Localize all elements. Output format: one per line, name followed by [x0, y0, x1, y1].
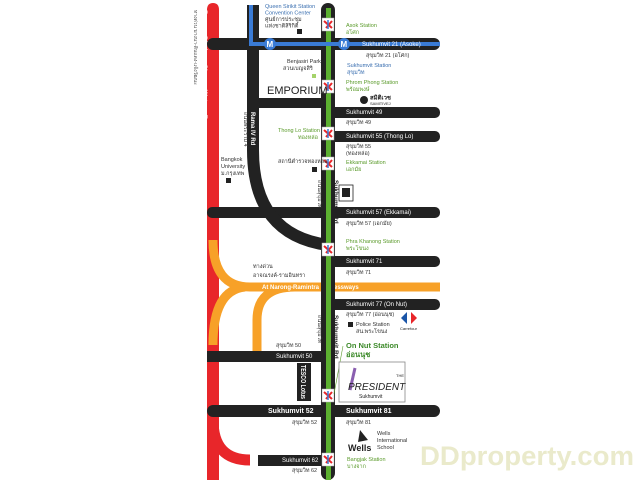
at-narong-th2: อาจณรงค์-รามอินทรา [253, 272, 305, 279]
station-qsncc-th2: แห่งชาติสิริกิติ์ [265, 22, 300, 30]
station-sukhumvit-mrt-th: สุขุมวิท [347, 69, 365, 76]
tesco-lotus-logo: TESCO Lotus [297, 363, 311, 401]
station-phrom-phong-th: พร้อมพงษ์ [346, 86, 370, 93]
wells-logo: Wells Wells International School [348, 430, 407, 453]
mrt-station-icon: M [338, 38, 350, 50]
carrefour-label: Carrefour [400, 326, 418, 331]
police-station: Police Station [356, 322, 390, 328]
road-s77: Sukhumvit 77 (On Nut) [346, 302, 407, 308]
samitivej-th: สมิติเวช [370, 94, 391, 102]
tesco-label: TESCO Lotus [299, 365, 306, 399]
president-logo: THE PRESIDENT Sukhumvit [338, 361, 406, 403]
road-s52: Sukhumvit 52 [268, 408, 314, 415]
qsncc-marker [297, 29, 302, 34]
emporium-logo: EMPORIUM [267, 85, 328, 97]
road-s52-th: สุขุมวิท 52 [292, 419, 317, 426]
road-s49-th: สุขุมวิท 49 [346, 119, 371, 126]
station-asok-th: อโศก [346, 28, 359, 36]
mrt-line [249, 5, 440, 46]
president-label: PRESIDENT [348, 382, 406, 393]
samitivej-icon [360, 96, 368, 104]
park-marker [312, 74, 316, 78]
station-qsncc: Queen Sirikit Station [265, 4, 315, 10]
bangkok-university-2: University [221, 164, 245, 170]
wells-school-2: International [377, 438, 407, 444]
road-s77-th: สุขุมวิท 77 (อ่อนนุช) [346, 311, 394, 318]
wells-label: Wells [348, 443, 371, 453]
road-s21-th: สุขุมวิท 21 (อโศก) [366, 51, 410, 59]
bangna-expressway-th: ทางด่วน บางนา-ดินแดง-แจ้งวัฒนะ [192, 10, 199, 85]
station-phra-khanong-th: พระโขนง [346, 244, 369, 252]
at-narong-expressway [208, 239, 440, 355]
police-station-th: สน.พระโขนง [356, 327, 388, 335]
road-s50: Sukhumvit 50 [276, 354, 313, 360]
road-s21: Sukhumvit 21 (Asoke) [362, 42, 421, 48]
road-sukhumvit-th: ถนนสุขุมวิท [316, 180, 323, 209]
police-marker [312, 167, 317, 172]
station-asok: Asok Station [346, 23, 377, 29]
road-s55: Sukhumvit 55 (Thong Lo) [346, 134, 413, 140]
station-on-nut: On Nut Station [346, 341, 399, 350]
station-bang-chak: Bangjak Station [347, 457, 386, 463]
station-qsncc-2: Convention Center [265, 11, 311, 17]
station-phra-khanong: Phra Khanong Station [346, 239, 400, 245]
road-s62-th: สุขุมวิท 62 [292, 467, 317, 474]
samitivej: SAMITIVEJ [370, 101, 391, 106]
university-marker [226, 178, 231, 183]
station-ekkamai-th: เอกมัย [346, 166, 361, 173]
at-narong-th1: ทางด่วน [253, 264, 273, 270]
carrefour-logo: Carrefour [400, 312, 418, 331]
road-s71: Sukhumvit 71 [346, 259, 383, 265]
station-on-nut-th: อ่อนนุช [346, 350, 370, 359]
station-phrom-phong: Phrom Phong Station [346, 80, 398, 86]
station-thong-lo-th: ทองหล่อ [298, 135, 318, 141]
station-bang-chak-th: บางจาก [347, 464, 366, 470]
president-the: THE [396, 373, 404, 378]
watermark: DDproperty.com [420, 441, 634, 471]
benjasiri-park-th: สวนเบญจสิริ [283, 65, 313, 72]
station-ekkamai: Ekkamai Station [346, 160, 386, 166]
on-nut-pointer [333, 345, 344, 395]
road-s62: Sukhumvit 62 [282, 458, 319, 464]
svg-text:M: M [267, 40, 274, 49]
road-rama4: Rama IV Rd [249, 112, 255, 146]
wells-school-1: Wells [377, 431, 391, 437]
road-rama4-th: ถนนพระราม 4 [242, 112, 248, 147]
road-sukhumvit: Sukhumvit Rd [332, 180, 339, 224]
station-qsncc-th1: ศูนย์การประชุม [265, 16, 302, 23]
road-s71-th: สุขุมวิท 71 [346, 269, 371, 276]
road-sukhumvit-2: Sukhumvit Rd [332, 315, 339, 359]
at-narong-label: At Narong-Ramintra Expressways [262, 285, 359, 291]
station-thong-lo: Thong Lo Station [278, 128, 320, 134]
road-s81: Sukhumvit 81 [346, 408, 392, 415]
road-s57: Sukhumvit 57 (Ekkamai) [346, 210, 411, 216]
building-icon [338, 184, 354, 202]
benjasiri-park: Benjasiri Park [287, 59, 321, 65]
mrt-station-icon: M [264, 38, 276, 50]
police-station-marker [348, 322, 353, 327]
wells-school-3: School [377, 445, 394, 451]
road-s81-th: สุขุมวิท 81 [346, 419, 371, 426]
bts-station-icons [321, 17, 335, 467]
president-sub: Sukhumvit [359, 394, 383, 400]
roads [207, 3, 440, 480]
road-s50-th: สุขุมวิท 50 [276, 342, 301, 349]
svg-text:M: M [341, 40, 348, 49]
road-s49: Sukhumvit 49 [346, 110, 383, 116]
road-s55-th1: สุขุมวิท 55 [346, 143, 371, 150]
road-s55-th2: (ทองหล่อ) [346, 151, 370, 157]
bangkok-university: Bangkok [221, 157, 243, 163]
road-s57-th: สุขุมวิท 57 (เอกมัย) [346, 220, 392, 227]
road-sukhumvit-th-2: ถนนสุขุมวิท [316, 315, 323, 344]
bangna-expressway-label: Bangna-Dindang-Chaeng Watana Expressways [201, 10, 208, 156]
bangkok-university-th: ม.กรุงเทพ [221, 171, 245, 177]
police-ekkamai: สถานีตำรวจทองหล่อ [278, 158, 327, 165]
station-sukhumvit-mrt: Sukhumvit Station [347, 63, 391, 69]
